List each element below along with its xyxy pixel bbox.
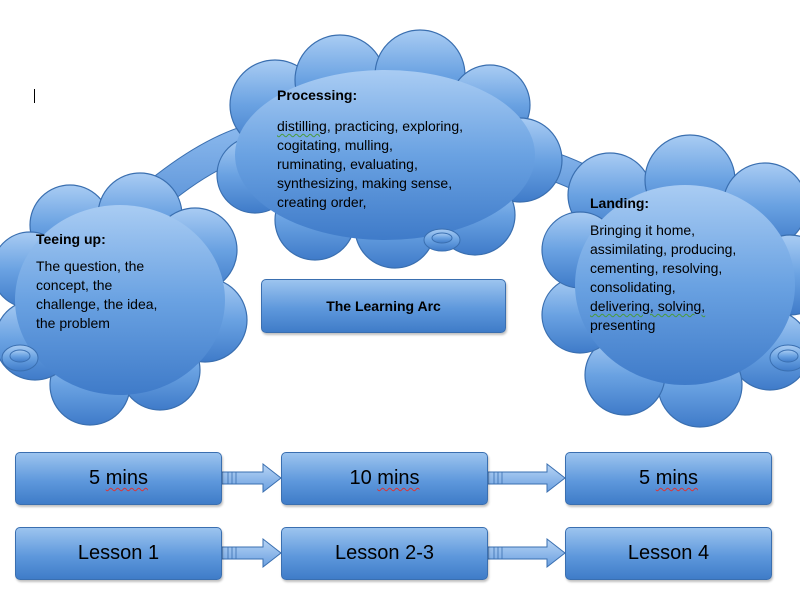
timing-box-3: 5 mins xyxy=(565,452,772,505)
stage-line: delivering, solving, xyxy=(590,298,706,314)
stage-line: distilling, practicing, exploring, xyxy=(277,118,463,134)
diagram-title: The Learning Arc xyxy=(326,298,441,314)
stage-teeing-up: Teeing up: The question, the concept, th… xyxy=(36,230,196,333)
flow-arrow xyxy=(487,462,566,494)
stage-processing: Processing: distilling, practicing, expl… xyxy=(277,86,517,212)
lesson-label: Lesson 4 xyxy=(627,542,710,564)
timing-box-2: 10 mins xyxy=(281,452,488,505)
lesson-box-3: Lesson 4 xyxy=(565,527,772,580)
stage-heading: Processing: xyxy=(277,87,358,103)
flow-arrow xyxy=(221,537,282,569)
lesson-box-1: Lesson 1 xyxy=(15,527,222,580)
timing-label: 10 mins xyxy=(349,467,420,489)
stage-line: consolidating, xyxy=(590,279,676,295)
cloud-processing xyxy=(216,29,563,269)
stage-line: cementing, resolving, xyxy=(590,260,723,276)
stage-body: distilling, practicing, exploring, cogit… xyxy=(277,117,517,212)
thought-bubble-landing xyxy=(769,344,800,372)
lesson-label: Lesson 1 xyxy=(77,542,160,564)
stage-heading: Landing: xyxy=(590,195,650,211)
cloud-teeing-up xyxy=(0,172,248,426)
stage-line: The question, the xyxy=(36,258,145,274)
timing-box-1: 5 mins xyxy=(15,452,222,505)
timing-label: 5 mins xyxy=(89,467,148,489)
stage-line: the problem xyxy=(36,315,110,331)
lesson-label: Lesson 2-3 xyxy=(335,542,434,564)
lesson-box-2: Lesson 2-3 xyxy=(281,527,488,580)
timing-label: 5 mins xyxy=(639,467,698,489)
stage-line: concept, the xyxy=(36,277,113,293)
flow-arrows xyxy=(221,462,566,569)
stage-heading: Teeing up: xyxy=(36,231,106,247)
stage-line: ruminating, evaluating, xyxy=(277,156,418,172)
stage-body: Bringing it home, assimilating, producin… xyxy=(590,221,790,335)
diagram-title-box: The Learning Arc xyxy=(261,279,506,333)
cloud-landing xyxy=(541,134,800,428)
flow-arrow xyxy=(221,462,282,494)
text-cursor xyxy=(34,89,35,103)
stage-body: The question, the concept, the challenge… xyxy=(36,257,196,333)
stage-line: creating order, xyxy=(277,194,367,210)
thought-bubble-processing xyxy=(423,228,461,252)
flow-arrow xyxy=(487,537,566,569)
stage-line: cogitating, mulling, xyxy=(277,137,393,153)
stage-line: assimilating, producing, xyxy=(590,241,737,257)
stage-line: synthesizing, making sense, xyxy=(277,175,453,191)
thought-bubble-teeing-up xyxy=(1,344,39,372)
stage-line: challenge, the idea, xyxy=(36,296,158,312)
stage-landing: Landing: Bringing it home, assimilating,… xyxy=(590,194,790,335)
stage-line: presenting xyxy=(590,317,656,333)
stage-line: Bringing it home, xyxy=(590,222,696,238)
